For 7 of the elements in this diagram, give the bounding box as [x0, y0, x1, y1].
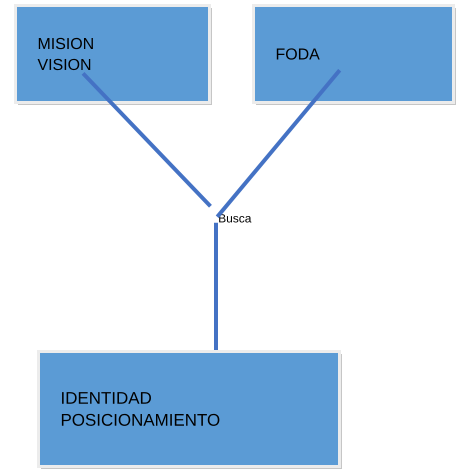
connector-line — [82, 72, 212, 208]
connector-line — [214, 222, 218, 350]
process-box: MISION VISION — [14, 4, 211, 104]
connector-line — [216, 68, 342, 218]
connector-label: Busca — [219, 214, 252, 223]
process-box: IDENTIDAD POSICIONAMIENTO — [37, 350, 341, 468]
process-box: FODA — [252, 4, 455, 104]
